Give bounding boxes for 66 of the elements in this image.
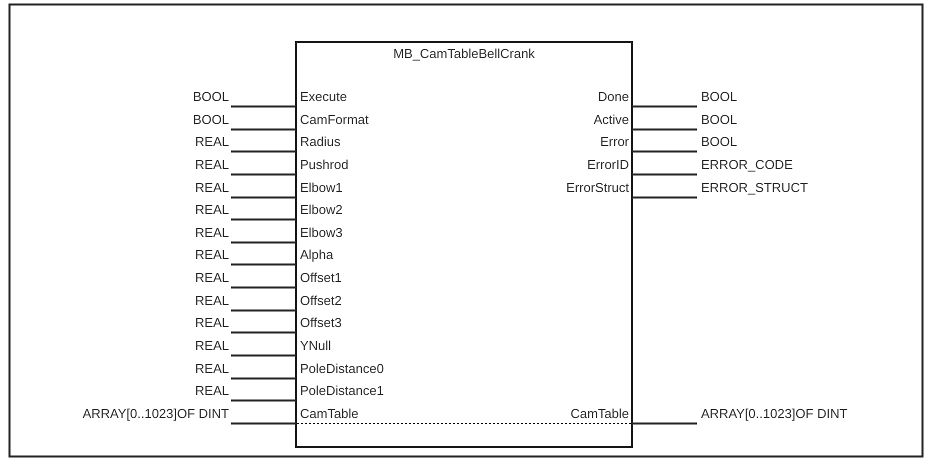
connector-line [231,218,295,220]
data-type-label: REAL [30,290,229,311]
data-type-label: REAL [30,131,229,152]
pin-name: Elbow3 [297,222,447,243]
data-type-label: BOOL [30,108,229,130]
connector-line [231,242,295,244]
data-type-label: BOOL [699,86,909,107]
connector-line [633,174,697,176]
pin-name: Error [481,131,631,152]
data-type-label: BOOL [699,131,909,152]
data-type-label: BOOL [30,86,229,107]
pin-name: Pushrod [297,154,447,175]
pin-name: CamTable [481,402,631,424]
connector-line [633,196,697,198]
data-type-label: REAL [30,199,229,220]
connector-line [231,286,295,288]
pin-name: Execute [297,86,447,107]
data-type-label: REAL [30,380,229,402]
connector-line [231,378,295,380]
pin-name: Offset2 [297,290,447,311]
block-title: MB_CamTableBellCrank [392,46,536,62]
function-block [295,41,633,448]
data-type-label: REAL [30,244,229,266]
connector-line [231,106,295,108]
data-type-label: REAL [30,335,229,356]
pin-name: CamFormat [297,108,447,130]
data-type-label: REAL [30,154,229,175]
pin-name: Offset3 [297,312,447,334]
connector-line [633,150,697,152]
connector-line [633,422,697,424]
pin-name: PoleDistance1 [297,380,447,402]
dotted-line [296,423,632,424]
connector-line [231,422,295,424]
connector-line [231,174,295,176]
data-type-label: ARRAY[0..1023]OF DINT [30,402,229,424]
pin-name: CamTable [297,402,447,424]
pin-name: Active [481,108,631,130]
pin-name: Elbow1 [297,176,447,198]
data-type-label: REAL [30,267,229,288]
pin-name: Offset1 [297,267,447,288]
connector-line [231,332,295,334]
data-type-label: REAL [30,176,229,198]
connector-line [231,150,295,152]
pin-name: Radius [297,131,447,152]
pin-name: ErrorID [481,154,631,175]
data-type-label: ERROR_CODE [699,154,909,175]
connector-line [231,400,295,402]
data-type-label: REAL [30,312,229,334]
connector-line [633,106,697,108]
pin-name: ErrorStruct [481,176,631,198]
pin-name: Done [481,86,631,107]
connector-line [231,196,295,198]
data-type-label: REAL [30,358,229,379]
pin-name: Alpha [297,244,447,266]
connector-line [633,128,697,130]
pin-name: YNull [297,335,447,356]
data-type-label: BOOL [699,108,909,130]
connector-line [231,310,295,312]
connector-line [231,264,295,266]
connector-line [231,354,295,356]
connector-line [231,128,295,130]
data-type-label: ERROR_STRUCT [699,176,909,198]
pin-name: PoleDistance0 [297,358,447,379]
data-type-label: REAL [30,222,229,243]
data-type-label: ARRAY[0..1023]OF DINT [699,402,909,424]
pin-name: Elbow2 [297,199,447,220]
